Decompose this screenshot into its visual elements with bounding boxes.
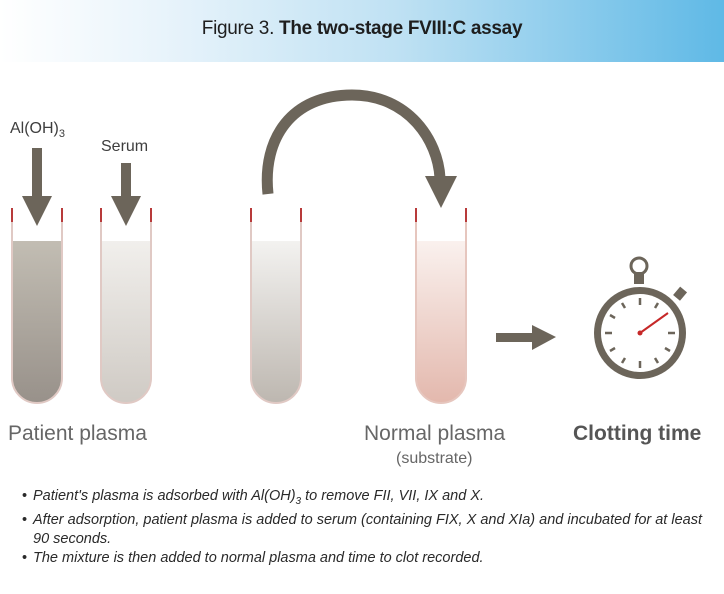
normal-plasma-label: Normal plasma [364, 422, 506, 445]
tube-mixture [250, 208, 302, 404]
tube-serum [100, 208, 152, 404]
note-clot: The mixture is then added to normal plas… [22, 549, 712, 568]
note-1-pre: Patient's plasma is adsorbed with Al(OH) [33, 488, 296, 504]
serum-label: Serum [101, 138, 149, 155]
figure-title-text: The two-stage FVIII:C assay [279, 18, 523, 39]
substrate-label: (substrate) [396, 450, 473, 467]
note-adsorption: Patient's plasma is adsorbed with Al(OH)… [22, 487, 712, 511]
patient-plasma-label: Patient plasma [8, 422, 147, 445]
tube-normal-plasma [415, 208, 467, 404]
note-1-sub: 3 [295, 495, 302, 507]
note-1-post: to remove FII, VII, IX and X. [301, 488, 485, 504]
stopwatch-hand [639, 312, 669, 334]
figure-title: Figure 3. The two-stage FVIII:C assay [0, 18, 724, 40]
figure-label: Figure 3. [201, 18, 275, 39]
assay-notes: Patient's plasma is adsorbed with Al(OH)… [22, 487, 712, 568]
note-incubation: After adsorption, patient plasma is adde… [22, 511, 712, 549]
right-arrow-icon [496, 325, 556, 350]
stopwatch-icon [594, 256, 688, 379]
curved-arrow-icon [261, 89, 457, 208]
down-arrow-icon [22, 148, 52, 226]
aloh-main: Al(OH) [10, 120, 59, 137]
down-arrow-icon [111, 163, 141, 226]
tube-patient-plasma-adsorbed [11, 208, 63, 404]
aloh-subscript: 3 [58, 128, 66, 141]
aloh-label: Al(OH)3 [10, 120, 65, 140]
title-banner [0, 0, 724, 62]
clotting-time-label: Clotting time [573, 422, 702, 445]
